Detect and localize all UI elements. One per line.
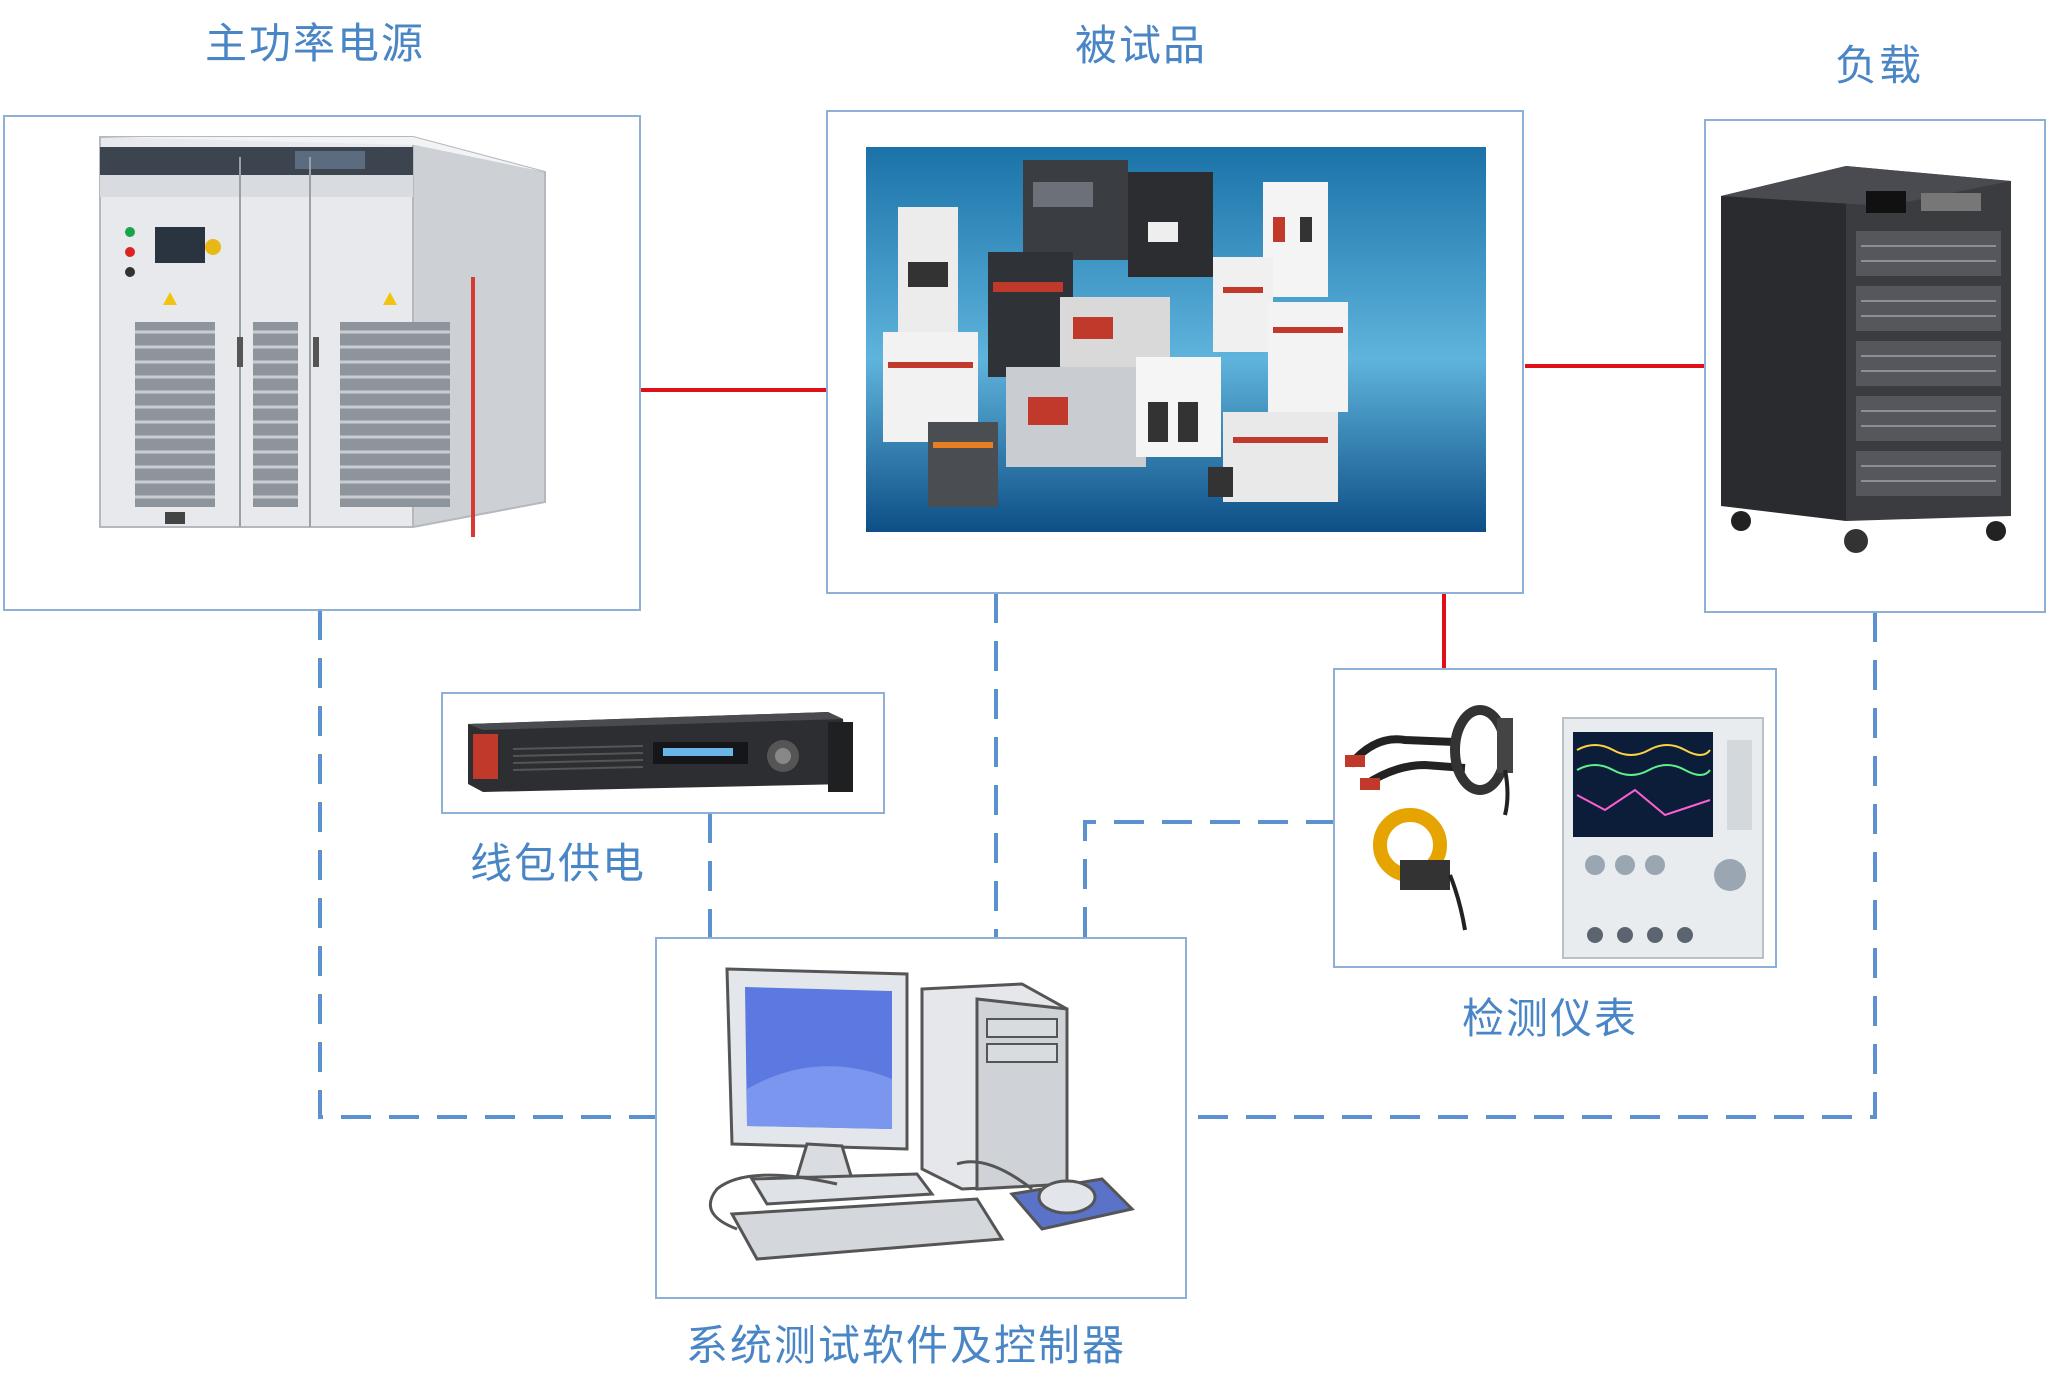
controller-box	[655, 937, 1187, 1299]
control-line-load	[1186, 612, 1877, 1119]
instruments-label: 检测仪表	[1462, 994, 1639, 1043]
rack-power-supply-image	[468, 712, 853, 792]
circuit-breakers-image	[866, 147, 1486, 532]
coil-supply-label: 线包供电	[470, 839, 647, 888]
power-supply-box	[3, 115, 641, 611]
computer-image	[708, 967, 1135, 1261]
control-line-instruments	[1083, 820, 1336, 938]
measuring-instruments-image	[1345, 705, 1764, 959]
instruments-box	[1333, 668, 1777, 968]
dut-box	[826, 110, 1524, 594]
power-lines	[638, 364, 1705, 670]
dut-label: 被试品	[1075, 21, 1208, 70]
control-lines	[318, 593, 1877, 1119]
load-label: 负载	[1835, 41, 1924, 90]
load-box	[1704, 119, 2046, 613]
control-line-supply	[318, 610, 656, 1119]
power-supply-label: 主功率电源	[205, 19, 426, 68]
controller-label: 系统测试软件及控制器	[686, 1321, 1127, 1370]
coil-supply-box	[441, 692, 885, 814]
power-cabinet-image	[99, 135, 546, 537]
electronic-load-image	[1721, 166, 2011, 553]
